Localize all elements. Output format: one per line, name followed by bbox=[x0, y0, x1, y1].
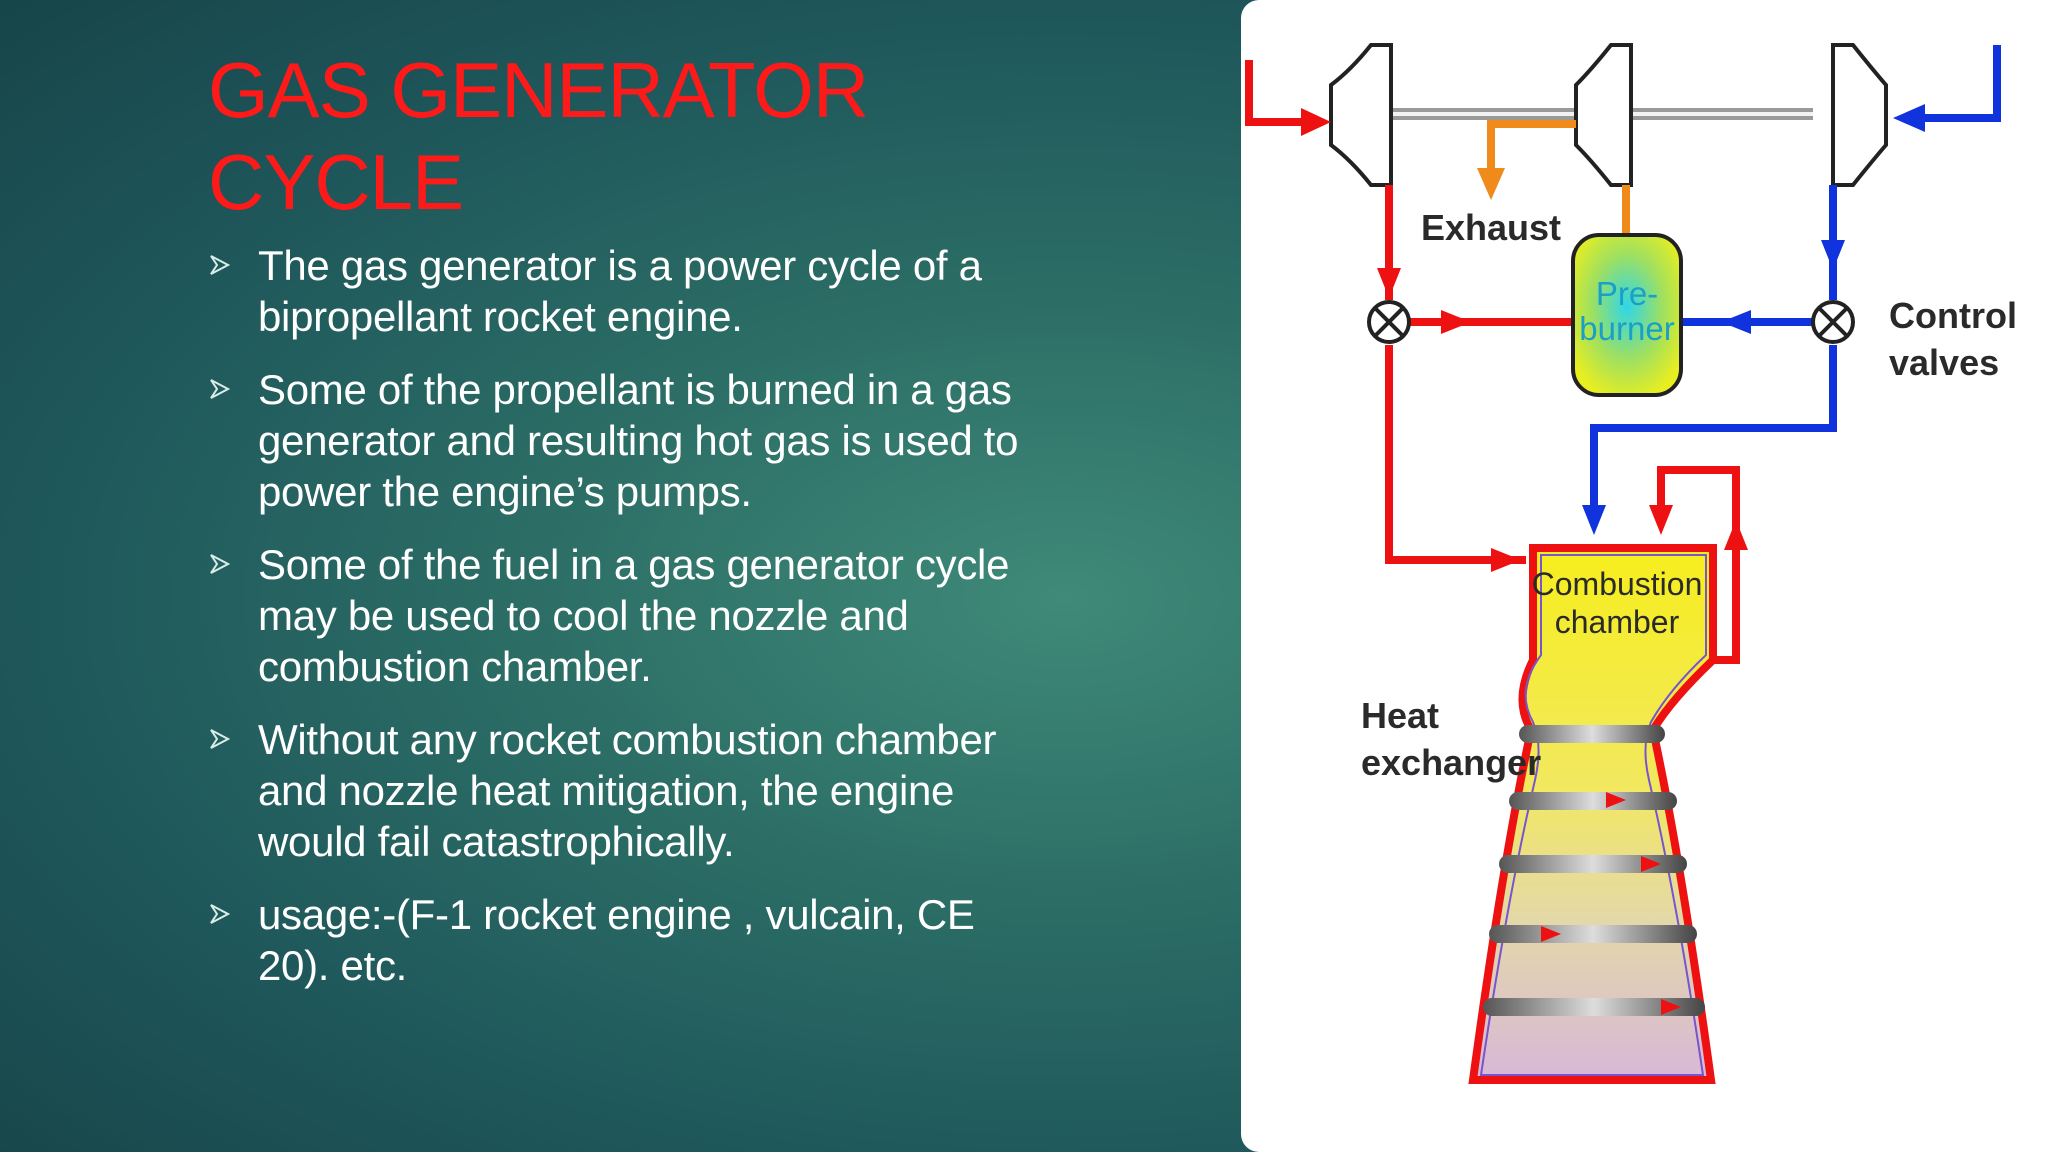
exhaust-label: Exhaust bbox=[1421, 207, 1561, 248]
heat-exchanger-label-2: exchanger bbox=[1361, 742, 1541, 783]
exhaust-line bbox=[1487, 120, 1630, 240]
oxidizer-down-arrow-icon bbox=[1821, 240, 1845, 270]
diagram-svg: Pre- burner bbox=[1245, 43, 2017, 1084]
arrowhead-bullet-icon bbox=[210, 728, 231, 750]
arrowhead-bullet-icon bbox=[210, 378, 231, 400]
fuel-to-chamber-arrow-icon bbox=[1491, 548, 1521, 572]
list-item: Some of the propellant is burned in a ga… bbox=[210, 364, 1040, 517]
fuel-pump-icon bbox=[1329, 43, 1393, 187]
oxidizer-to-chamber-arrow-icon bbox=[1582, 505, 1606, 535]
coolant-up-arrow-icon bbox=[1724, 520, 1748, 550]
fuel-to-preburner-arrow-icon bbox=[1441, 310, 1471, 334]
list-item: Some of the fuel in a gas generator cycl… bbox=[210, 539, 1040, 692]
preburner-label-2: burner bbox=[1579, 310, 1674, 347]
coolant-return-arrow-icon bbox=[1649, 505, 1673, 535]
bullet-list: The gas generator is a power cycle of a … bbox=[210, 240, 1040, 1013]
bullet-text: Some of the fuel in a gas generator cycl… bbox=[258, 541, 1010, 690]
arrowhead-bullet-icon bbox=[210, 254, 231, 276]
slide-title-line-2: CYCLE bbox=[208, 138, 464, 226]
bullet-text: The gas generator is a power cycle of a … bbox=[258, 242, 982, 340]
slide-title: GAS GENERATOR CYCLE bbox=[208, 44, 1108, 228]
control-valves-label-1: Control bbox=[1889, 295, 2017, 336]
combustion-chamber-label-1: Combustion bbox=[1532, 566, 1703, 602]
control-valves-label-2: valves bbox=[1889, 342, 1999, 383]
turbine-icon bbox=[1574, 43, 1633, 187]
oxidizer-inlet-arrow-icon bbox=[1893, 104, 1925, 132]
combustion-chamber-label-2: chamber bbox=[1555, 604, 1680, 640]
arrowhead-bullet-icon bbox=[210, 903, 231, 925]
fuel-down-arrow-icon bbox=[1377, 268, 1401, 298]
preburner-icon bbox=[1571, 233, 1683, 397]
heat-exchanger-label-1: Heat bbox=[1361, 695, 1439, 736]
heat-exchanger-bands bbox=[1483, 725, 1705, 1016]
bullet-text: usage:-(F-1 rocket engine , vulcain, CE … bbox=[258, 891, 975, 989]
list-item: Without any rocket combustion chamber an… bbox=[210, 714, 1040, 867]
slide-title-line-1: GAS GENERATOR bbox=[208, 46, 869, 134]
fuel-inlet-line bbox=[1245, 60, 1309, 126]
oxidizer-control-valve-icon bbox=[1811, 300, 1855, 344]
bullet-text: Without any rocket combustion chamber an… bbox=[258, 716, 997, 865]
exhaust-arrow-icon bbox=[1477, 168, 1505, 200]
oxidizer-to-preburner-arrow-icon bbox=[1721, 310, 1751, 334]
fuel-inlet-arrow-icon bbox=[1301, 108, 1331, 136]
list-item: usage:-(F-1 rocket engine , vulcain, CE … bbox=[210, 889, 1040, 991]
list-item: The gas generator is a power cycle of a … bbox=[210, 240, 1040, 342]
oxidizer-inlet-line bbox=[1921, 45, 2001, 122]
preburner-label-1: Pre- bbox=[1596, 275, 1658, 312]
oxidizer-pump-icon bbox=[1831, 43, 1888, 187]
gas-generator-diagram: Pre- burner bbox=[1241, 0, 2048, 1152]
bullet-text: Some of the propellant is burned in a ga… bbox=[258, 366, 1019, 515]
fuel-control-valve-icon bbox=[1367, 300, 1411, 344]
arrowhead-bullet-icon bbox=[210, 553, 231, 575]
